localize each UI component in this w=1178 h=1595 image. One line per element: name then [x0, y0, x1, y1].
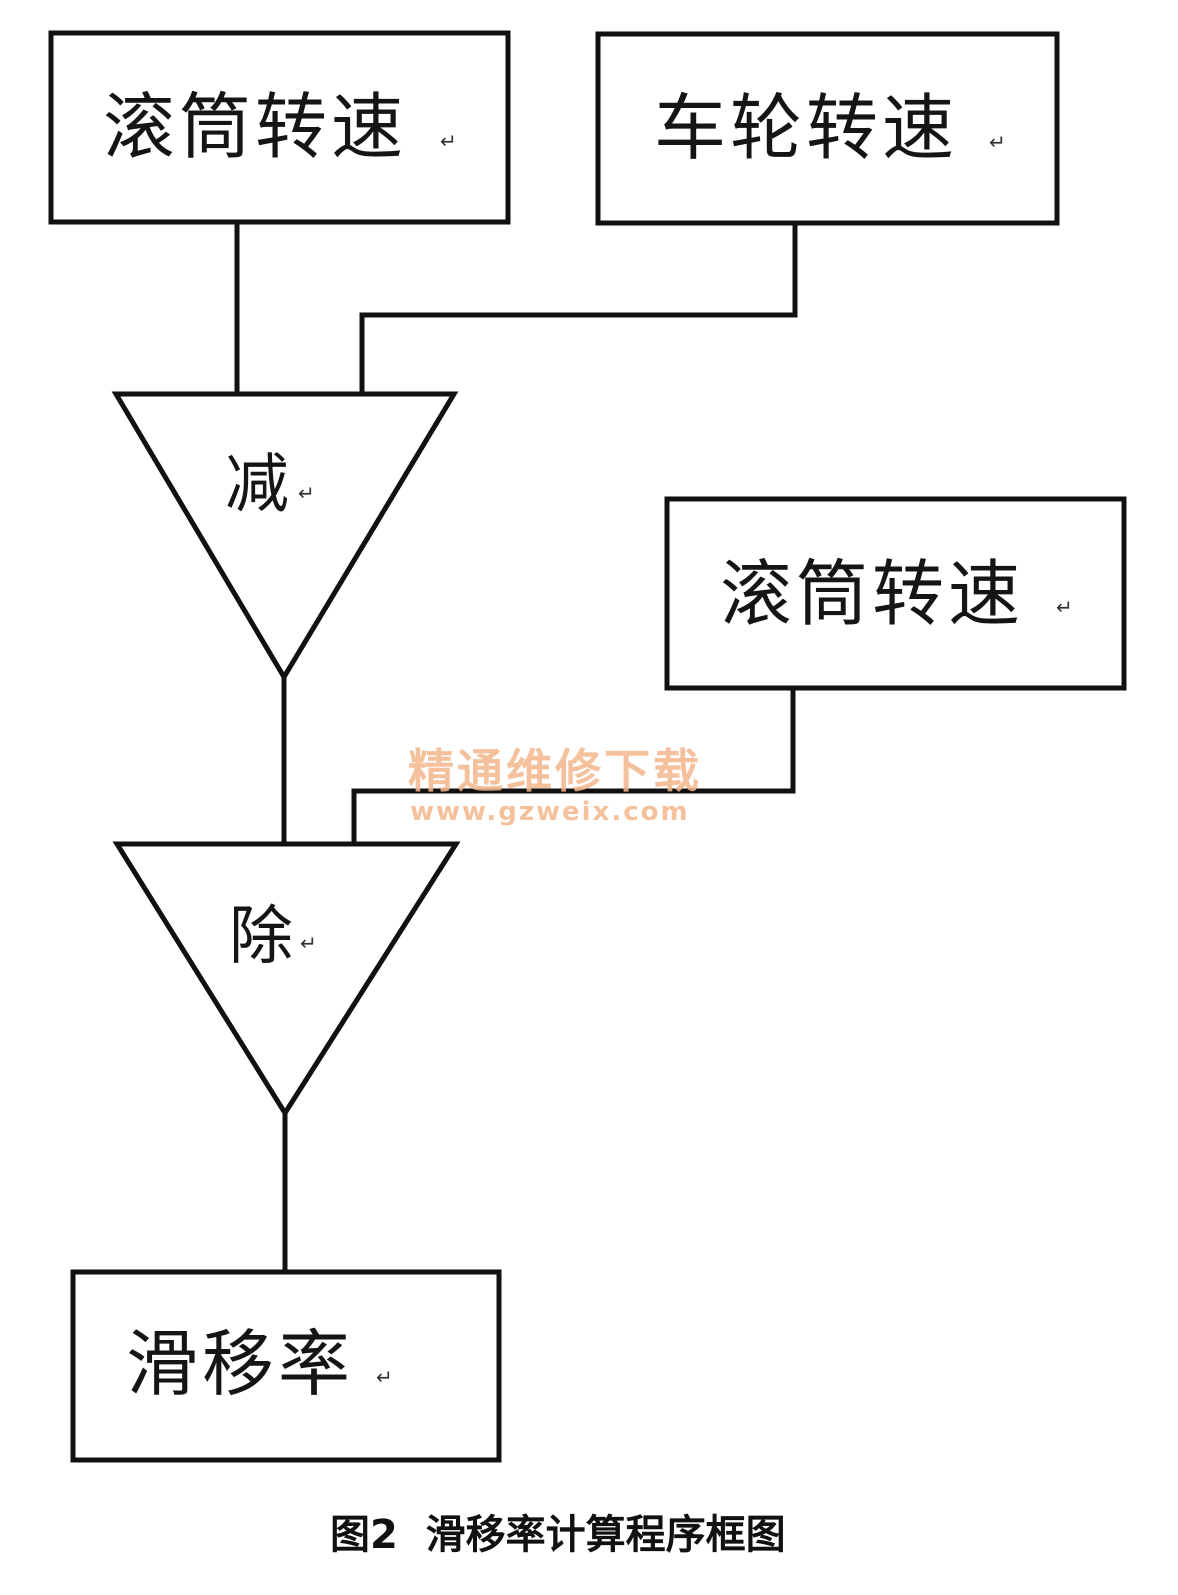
connector-drum-right-to-divide [351, 688, 796, 842]
paragraph-mark: ↵ [440, 129, 457, 153]
paragraph-mark: ↵ [298, 481, 315, 505]
drum-speed-label-top: 滚筒转速 [103, 85, 407, 169]
paragraph-mark: ↵ [376, 1365, 393, 1389]
paragraph-mark: ↵ [300, 931, 317, 955]
slip-rate-box: 滑移率 ↵ [70, 1269, 502, 1463]
slip-rate-label: 滑移率 [126, 1322, 354, 1406]
wheel-speed-label: 车轮转速 [654, 86, 958, 170]
subtract-label: 减 [225, 448, 289, 522]
divide-operator: 除 ↵ [112, 841, 461, 1118]
figure-caption: 图2 滑移率计算程序框图 [330, 1512, 786, 1558]
connector-wheel-to-subtract [359, 222, 798, 392]
subtract-operator: 减 ↵ [111, 391, 459, 682]
watermark: 精通维修下载 www.gzweix.com [408, 744, 702, 827]
drum-speed-label-right: 滚筒转速 [720, 552, 1024, 636]
watermark-text: 精通维修下载 [408, 744, 702, 798]
paragraph-mark: ↵ [1056, 595, 1073, 619]
drum-speed-box-top: 滚筒转速 ↵ [48, 30, 511, 225]
divide-label: 除 [229, 900, 293, 974]
paragraph-mark: ↵ [989, 130, 1006, 154]
watermark-url: www.gzweix.com [410, 797, 690, 827]
wheel-speed-box: 车轮转速 ↵ [595, 31, 1060, 226]
drum-speed-box-right: 滚筒转速 ↵ [664, 496, 1127, 691]
